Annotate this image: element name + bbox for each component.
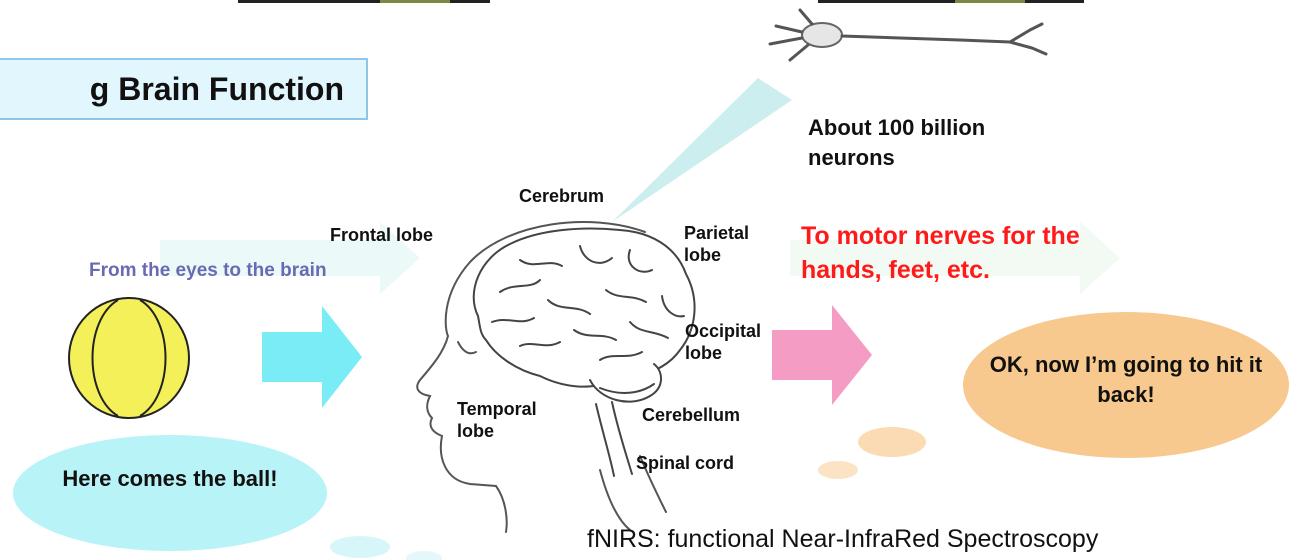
thought-bubble-text: OK, now I’m going to hit it back! bbox=[966, 350, 1286, 410]
speech-bubble-shape bbox=[13, 435, 442, 560]
eyes-to-brain-arrow bbox=[262, 306, 362, 408]
speech-bubble-text: Here comes the ball! bbox=[60, 464, 280, 494]
top-image-frame-right bbox=[818, 0, 1084, 3]
ball-icon bbox=[69, 298, 189, 418]
neurons-label: About 100 billion neurons bbox=[808, 113, 1068, 173]
neuron-zoom-beam bbox=[612, 78, 792, 222]
parietal-lobe-label: Parietal lobe bbox=[684, 222, 768, 266]
motor-nerves-label: To motor nerves for the hands, feet, etc… bbox=[801, 219, 1121, 287]
occipital-lobe-label: Occipital lobe bbox=[685, 320, 769, 364]
temporal-lobe-label: Temporal lobe bbox=[457, 398, 557, 442]
fnirs-footnote: fNIRS: functional Near-InfraRed Spectros… bbox=[587, 525, 1098, 554]
page-title: g Brain Function bbox=[90, 71, 344, 108]
cerebrum-label: Cerebrum bbox=[519, 185, 604, 207]
motor-output-arrow bbox=[772, 305, 872, 405]
eyes-to-brain-label: From the eyes to the brain bbox=[89, 260, 327, 282]
top-image-frame-left bbox=[238, 0, 490, 3]
neuron-icon bbox=[770, 10, 1046, 60]
frontal-lobe-label: Frontal lobe bbox=[330, 224, 433, 246]
spinal-cord-label: Spinal cord bbox=[636, 452, 734, 474]
cerebellum-label: Cerebellum bbox=[642, 404, 740, 426]
title-box: g Brain Function bbox=[0, 58, 368, 120]
